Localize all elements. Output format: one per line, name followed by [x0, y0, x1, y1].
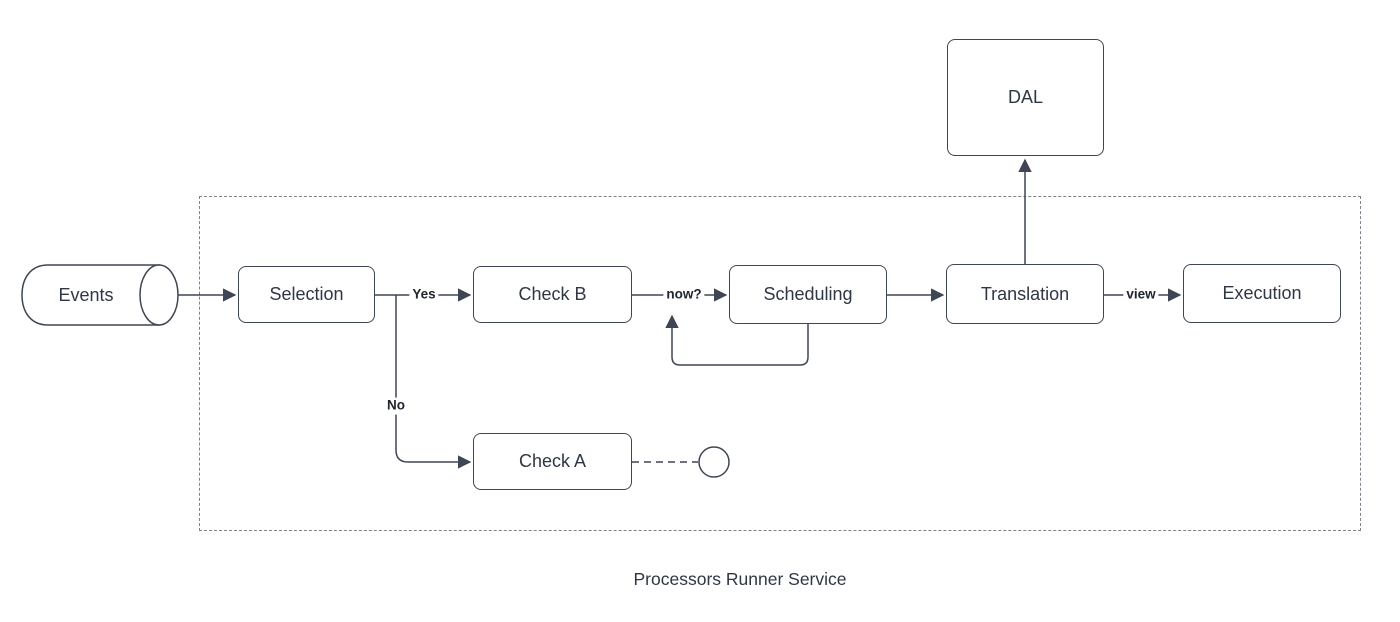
node-check-a: Check A	[473, 433, 632, 490]
node-dal: DAL	[947, 39, 1104, 156]
diagram-title: Processors Runner Service	[633, 569, 847, 589]
edge-label-view: view	[1123, 286, 1159, 304]
service-boundary-container	[199, 196, 1361, 531]
node-execution: Execution	[1183, 264, 1341, 323]
node-translation: Translation	[946, 264, 1104, 324]
node-selection: Selection	[238, 266, 375, 323]
edge-label-yes: Yes	[409, 286, 439, 304]
node-events-label: Events	[58, 284, 114, 305]
node-check-b: Check B	[473, 266, 632, 323]
edge-label-now: now?	[663, 286, 705, 304]
edge-label-no: No	[384, 397, 408, 415]
node-scheduling: Scheduling	[729, 265, 887, 324]
